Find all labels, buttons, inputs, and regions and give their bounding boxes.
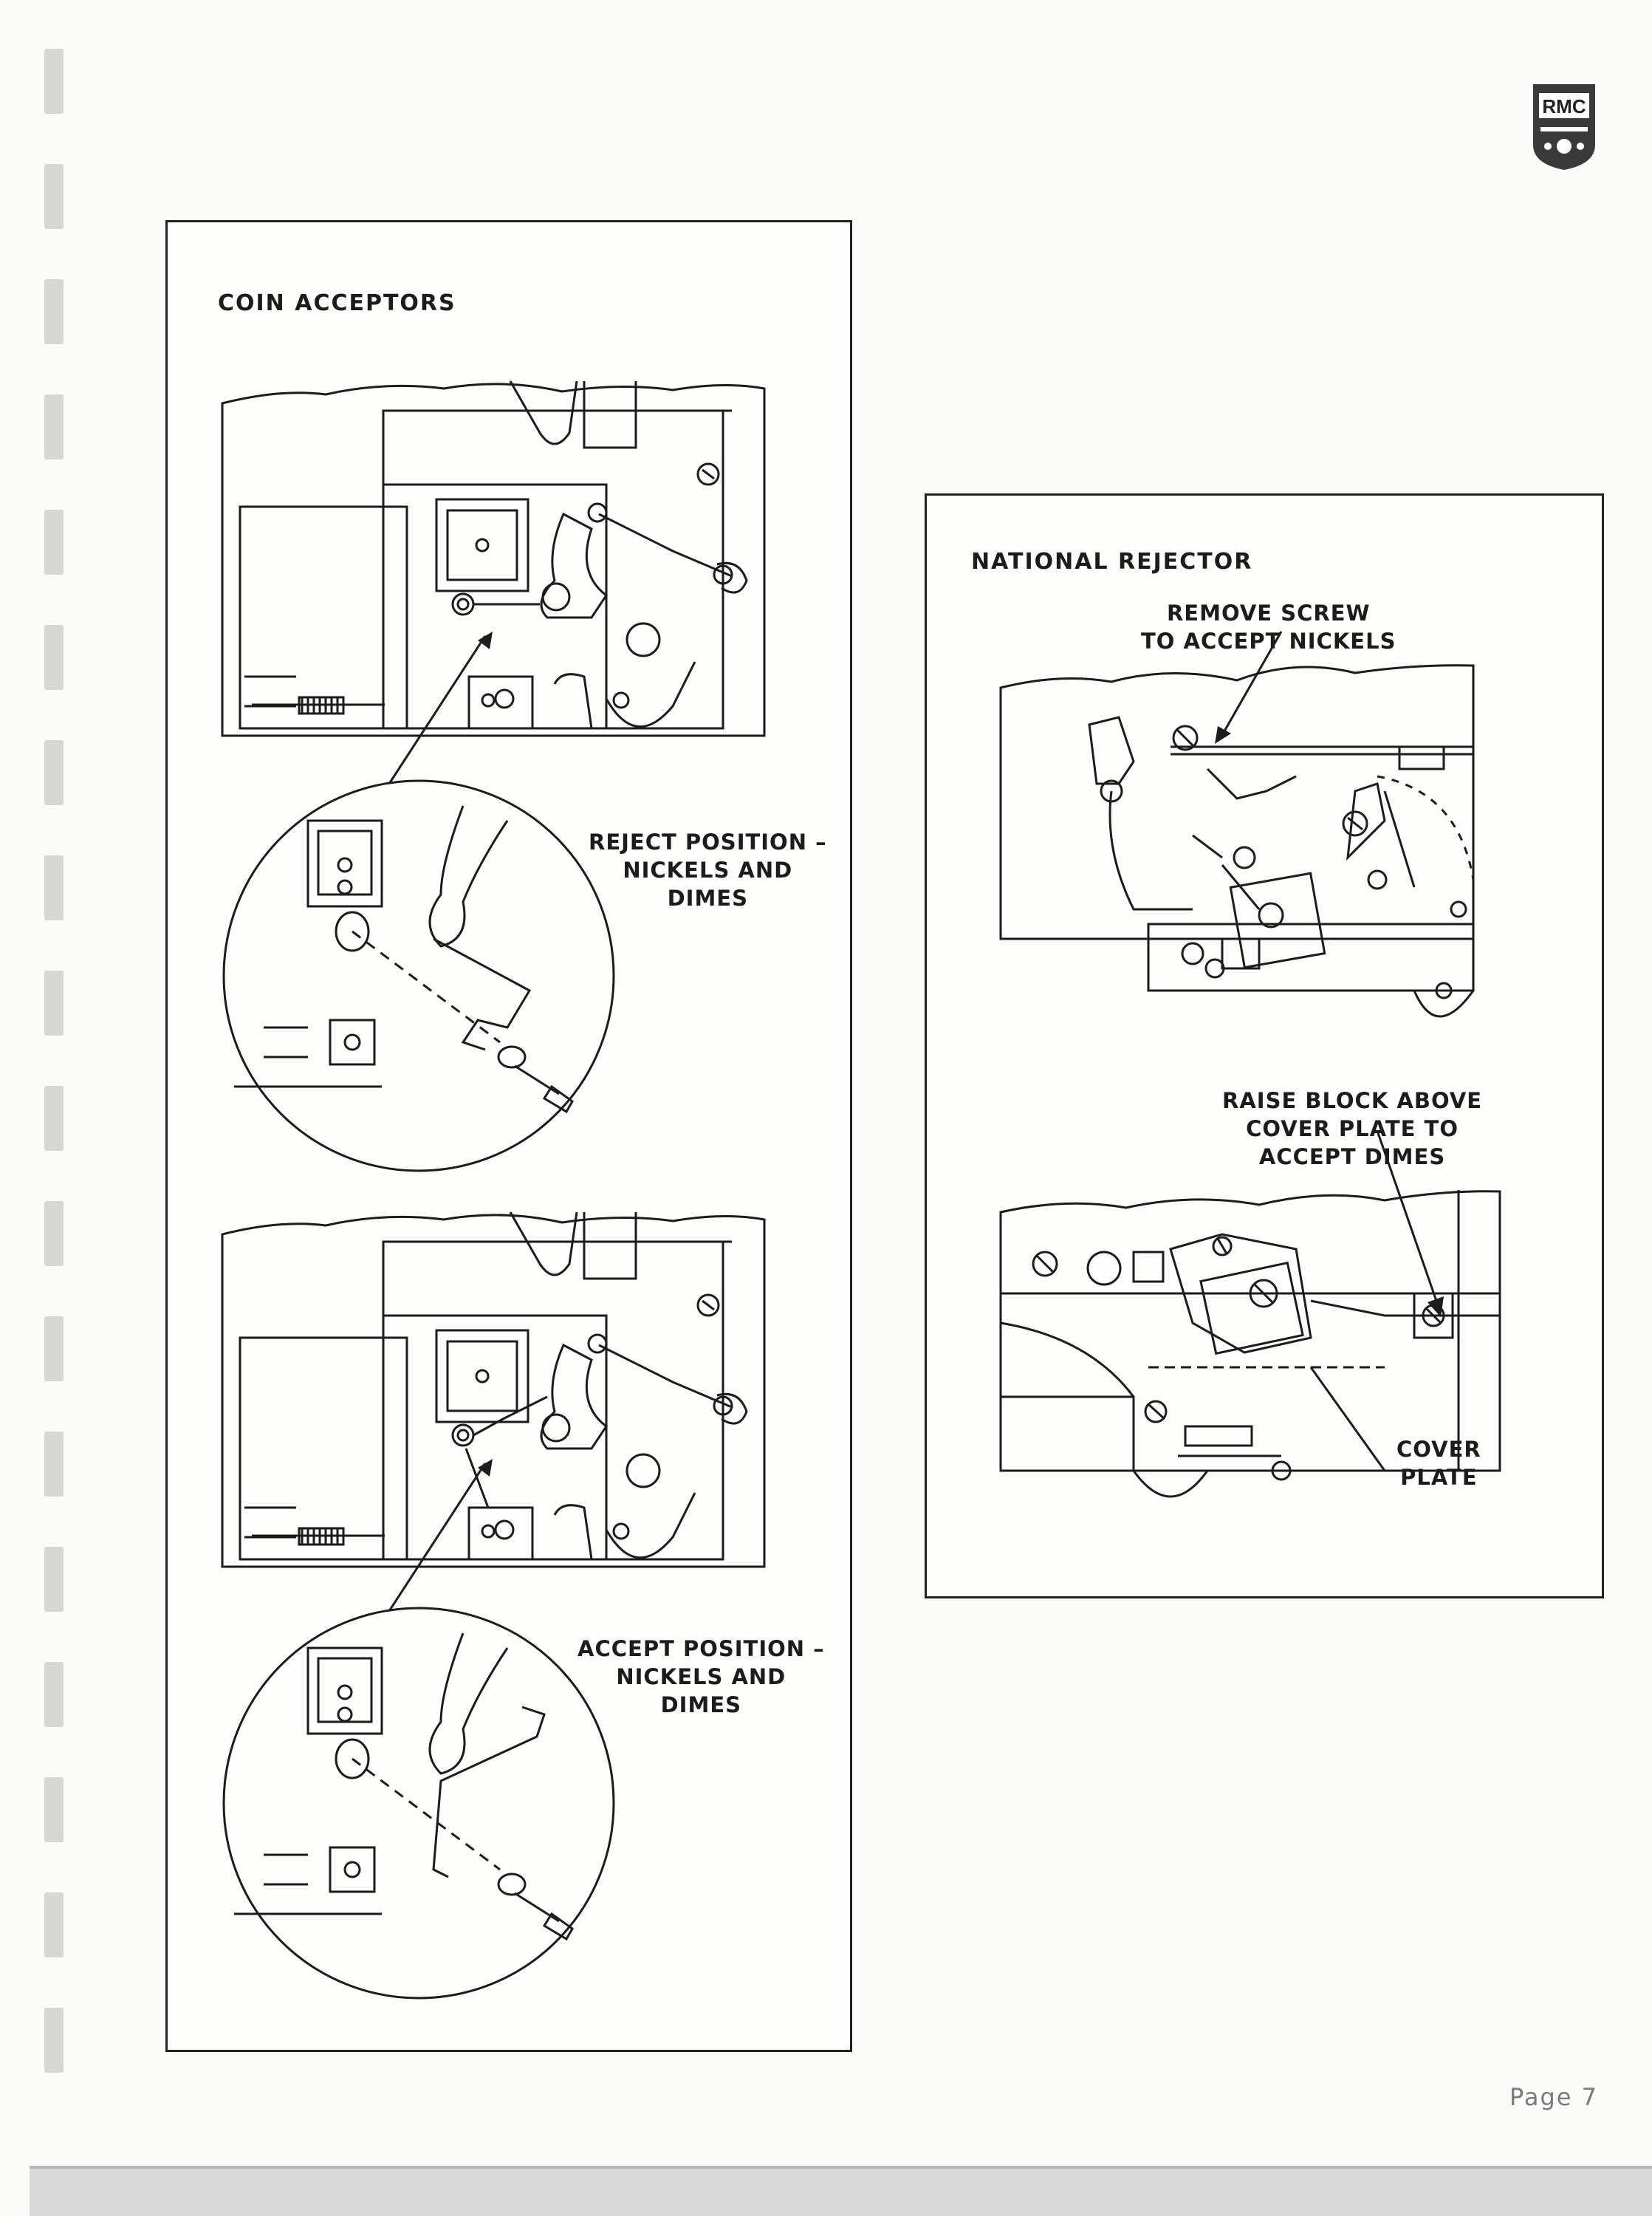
binding-hole [44,2008,64,2073]
accept-leader-line [374,1459,493,1611]
binding-holes [0,0,89,2216]
logo-text: RMC [1542,95,1586,117]
coin-acceptors-panel: COIN ACCEPTORS [165,220,852,2052]
remove-screw-leader [1215,632,1296,744]
coin-acceptor-accept-drawing [222,1212,764,1567]
binding-hole [44,1432,64,1497]
coin-acceptor-reject-drawing [222,381,764,736]
national-rejector-panel: NATIONAL REJECTOR REMOVE SCREW TO ACCEPT… [925,493,1604,1598]
remove-screw-callout: REMOVE SCREW TO ACCEPT NICKELS [1141,601,1396,654]
reject-position-callout: REJECT POSITION – NICKELS AND DIMES [589,830,827,911]
binding-hole [44,510,64,575]
page-number: Page 7 [1509,2083,1598,2111]
binding-hole [44,1316,64,1381]
raise-block-leader [1370,1131,1444,1317]
reject-leader-line [374,632,493,784]
reject-detail-magnifier [219,776,618,1175]
binding-hole [44,49,64,114]
rejector-dime-drawing [1001,1175,1503,1559]
binding-hole [44,971,64,1036]
binding-hole [44,1892,64,1957]
binding-hole [44,625,64,690]
binding-hole [44,1547,64,1612]
binding-hole [44,164,64,229]
binding-hole [44,1086,64,1151]
binding-hole [44,855,64,920]
binding-hole [44,740,64,805]
rmc-crest-logo: RMC [1533,84,1595,170]
binding-hole [44,279,64,344]
rejector-nickel-drawing [1001,643,1488,1072]
national-rejector-title: NATIONAL REJECTOR [971,549,1253,575]
coin-acceptors-title: COIN ACCEPTORS [218,290,456,316]
raise-block-callout: RAISE BLOCK ABOVE COVER PLATE TO ACCEPT … [1222,1088,1483,1169]
binding-hole [44,1777,64,1842]
binding-hole [44,394,64,459]
accept-detail-magnifier [219,1604,618,2003]
accept-position-callout: ACCEPT POSITION – NICKELS AND DIMES [577,1636,825,1717]
cover-plate-label: COVER PLATE [1396,1437,1481,1490]
binding-hole [44,1662,64,1727]
binding-hole [44,1201,64,1266]
scan-bottom-strip [30,2166,1652,2216]
